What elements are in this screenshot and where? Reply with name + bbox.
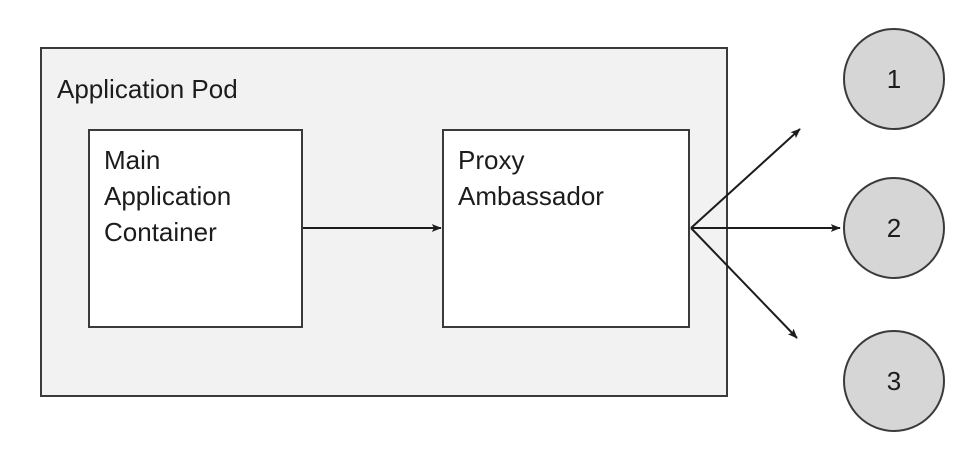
- backend-circle-3: 3: [843, 330, 945, 432]
- main-application-container-label: Main Application Container: [104, 145, 232, 247]
- application-pod-label: Application Pod: [57, 74, 238, 104]
- backend-circle-1: 1: [843, 28, 945, 130]
- main-application-container-node: Main Application Container: [88, 129, 303, 328]
- backend-circle-3-label: 3: [886, 365, 902, 396]
- backend-circle-2-label: 2: [886, 212, 902, 243]
- backend-circle-1-label: 1: [886, 63, 902, 94]
- proxy-ambassador-node: Proxy Ambassador: [442, 129, 690, 328]
- proxy-ambassador-label: Proxy Ambassador: [458, 145, 604, 211]
- backend-circle-2: 2: [843, 177, 945, 279]
